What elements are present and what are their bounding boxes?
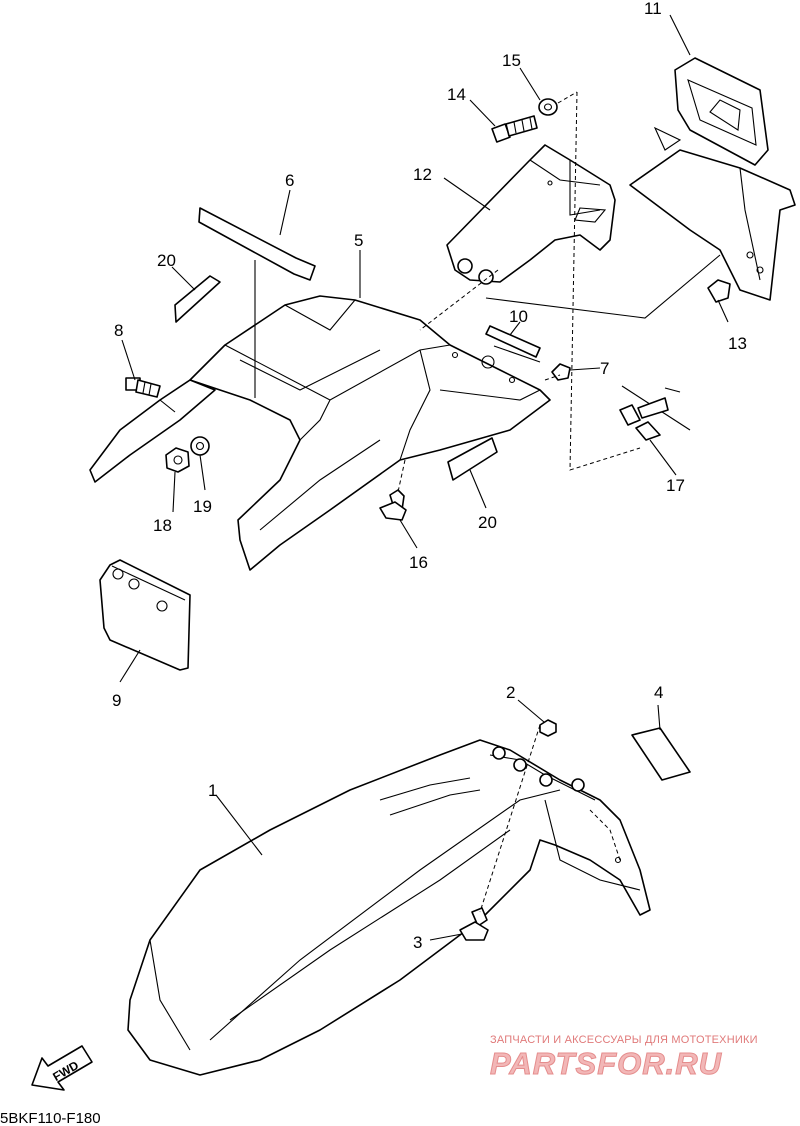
part-14-bolt — [491, 115, 538, 143]
part-5-rear-fender — [89, 295, 551, 571]
part-16-bolt — [379, 489, 407, 521]
callout-9: 9 — [112, 691, 121, 710]
callout-14: 14 — [447, 85, 466, 104]
part-6-strip — [198, 207, 316, 281]
callout-7: 7 — [600, 359, 609, 378]
part-12-bracket — [446, 144, 616, 285]
part-2-nut — [539, 719, 557, 737]
part-20-label-lower — [447, 437, 498, 481]
callout-10: 10 — [509, 307, 528, 326]
callout-8: 8 — [114, 321, 123, 340]
watermark-brand: PARTSFOR.RU — [490, 1046, 723, 1081]
part-19-collar — [190, 436, 210, 456]
part-10-label — [485, 325, 541, 363]
watermark: ЗАПЧАСТИ И АКСЕССУАРЫ ДЛЯ МОТОТЕХНИКИ PA… — [490, 1034, 758, 1082]
callout-1: 1 — [208, 781, 217, 800]
callout-20-lower: 20 — [478, 513, 497, 532]
callout-6: 6 — [285, 171, 294, 190]
fwd-direction-arrow: FWD — [31, 1045, 93, 1091]
part-18-nut — [165, 447, 190, 473]
part-13-grommet — [707, 279, 731, 303]
callout-11: 11 — [644, 0, 662, 18]
callout-20-upper: 20 — [157, 251, 176, 270]
callout-13: 13 — [728, 334, 747, 353]
callout-3: 3 — [413, 933, 422, 952]
callout-4: 4 — [654, 683, 663, 702]
diagram-code: 5BKF110-F180 — [0, 1110, 101, 1126]
callout-15: 15 — [502, 51, 521, 70]
part-20-label-upper — [174, 275, 221, 323]
part-17-bolts — [619, 385, 691, 441]
callout-2: 2 — [506, 683, 515, 702]
part-15-collar — [538, 98, 558, 116]
callout-16: 16 — [409, 553, 428, 572]
part-11-plate-holder — [629, 57, 796, 301]
part-4-label — [631, 727, 691, 781]
callout-18: 18 — [153, 516, 172, 535]
callout-12: 12 — [413, 165, 432, 184]
watermark-tagline: ЗАПЧАСТИ И АКСЕССУАРЫ ДЛЯ МОТОТЕХНИКИ — [490, 1034, 758, 1046]
part-9-number-plate — [99, 559, 191, 671]
callout-19: 19 — [193, 497, 212, 516]
part-8-bolt — [125, 377, 161, 398]
callout-5: 5 — [354, 231, 363, 250]
part-3-bolt — [459, 907, 489, 941]
callout-17: 17 — [666, 476, 685, 495]
part-7-grommet — [551, 363, 571, 381]
part-1-front-fender — [127, 739, 651, 1076]
